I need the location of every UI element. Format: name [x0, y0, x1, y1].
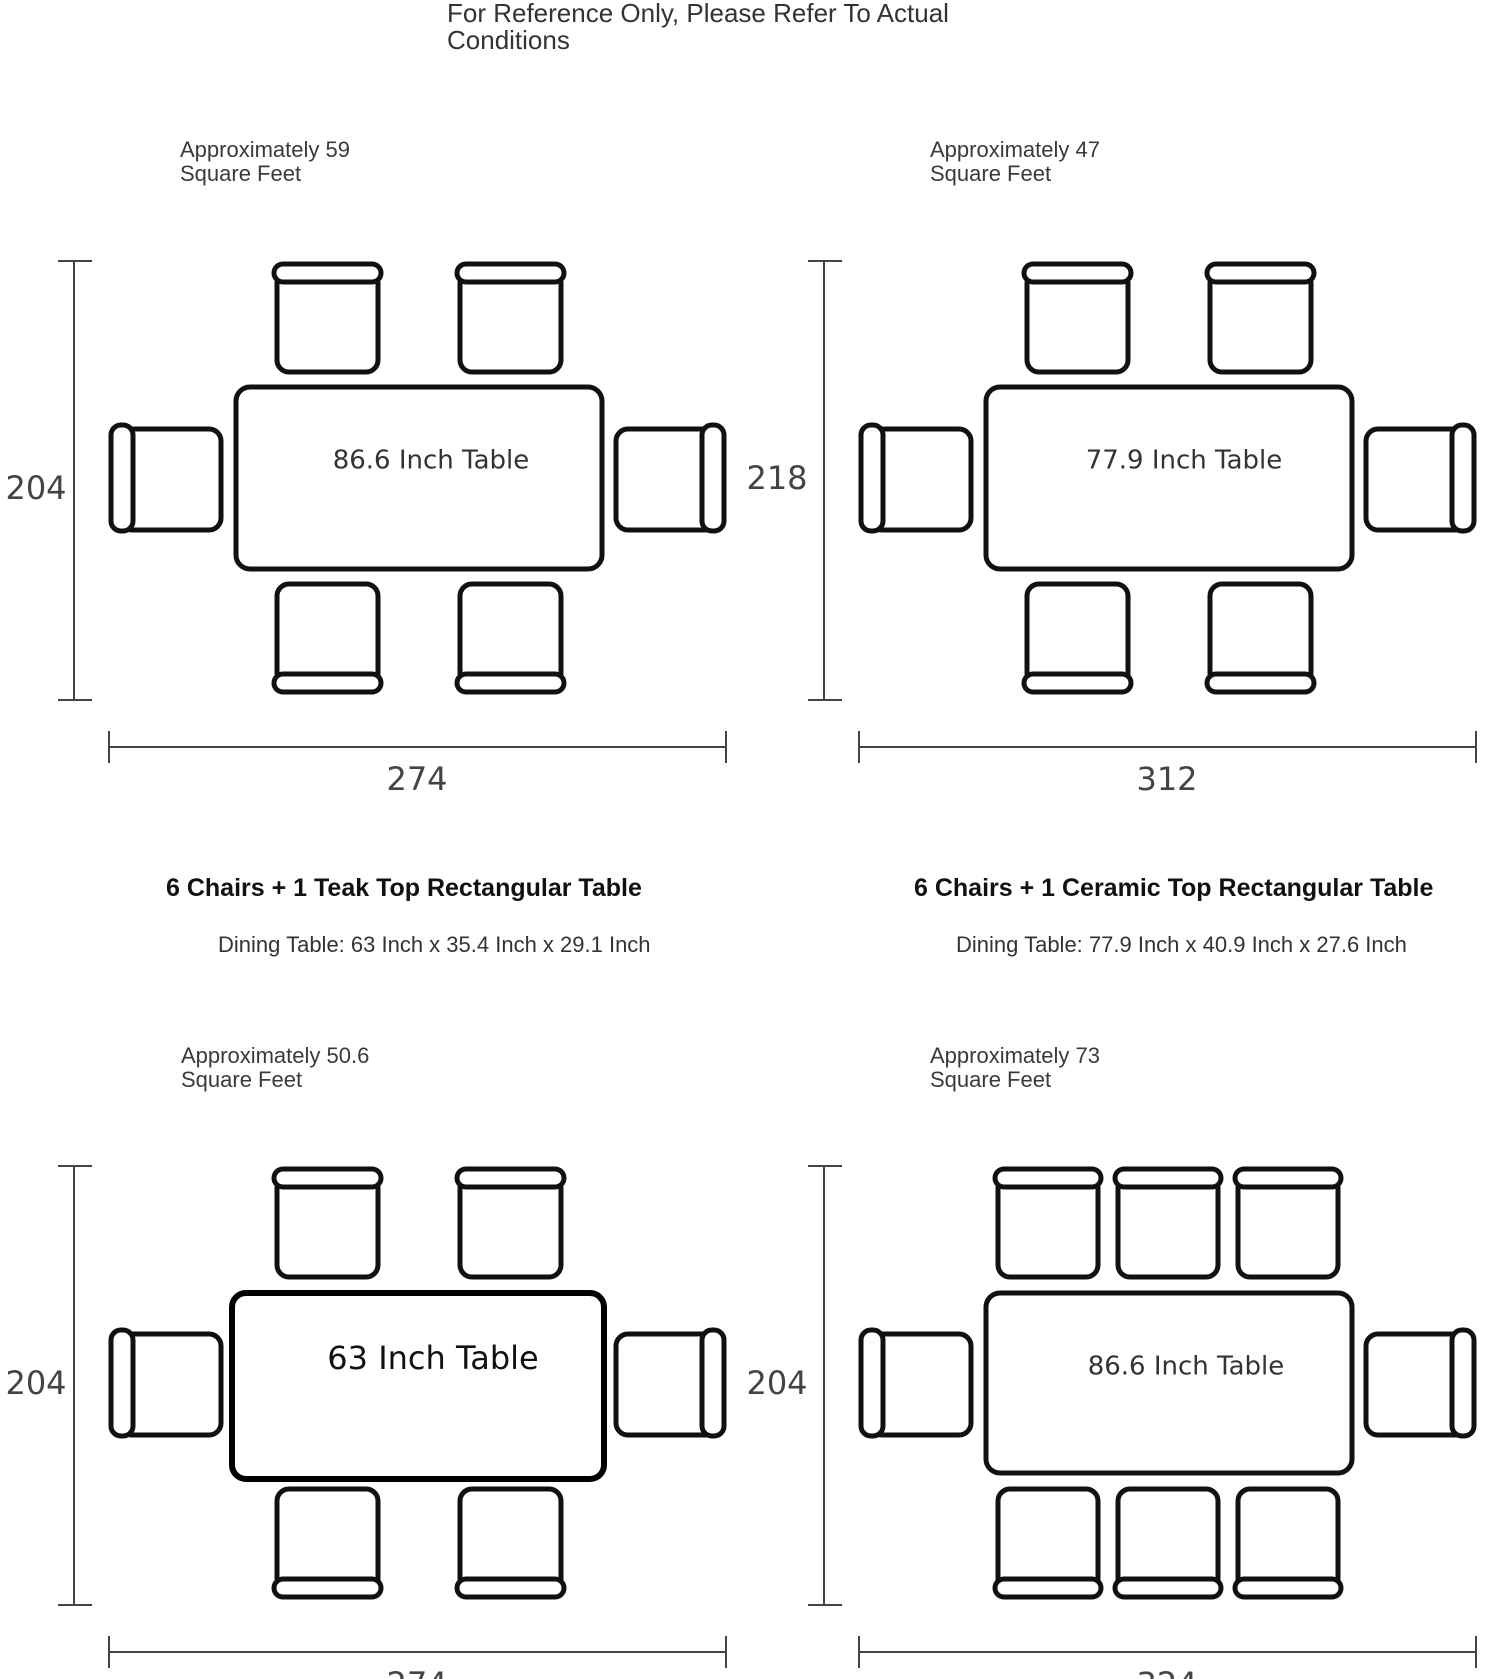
height-value: 204: [746, 1364, 807, 1402]
area-value: Approximately 59: [180, 137, 350, 162]
width-value: 274: [386, 760, 447, 798]
chair-top-1: [271, 1166, 384, 1280]
panel-4: 204 324 86.6 Inch Table: [746, 1165, 1477, 1679]
product-title-teak: 6 Chairs + 1 Teak Top Rectangular Table: [166, 874, 642, 902]
width-value: 324: [1136, 1665, 1197, 1679]
chair-right: [1363, 1327, 1477, 1439]
chair-bottom-1: [1021, 581, 1134, 695]
chair-right: [1363, 422, 1477, 534]
chair-right: [613, 422, 727, 534]
table-top: [983, 384, 1355, 572]
area-value: Approximately 73: [930, 1043, 1100, 1068]
table-top: [233, 384, 605, 572]
product-spec-teak: Dining Table: 63 Inch x 35.4 Inch x 29.1…: [218, 932, 651, 957]
height-dimension: 204: [5, 1165, 92, 1606]
chair-bottom-2: [454, 1486, 567, 1600]
chair-bottom-2: [1112, 1486, 1224, 1600]
width-dimension: 312: [858, 731, 1477, 798]
chair-top-2: [1112, 1166, 1224, 1280]
reference-note-line1: For Reference Only, Please Refer To Actu…: [447, 0, 949, 28]
width-value: 312: [1136, 760, 1197, 798]
table-size-label: 77.9 Inch Table: [1086, 446, 1283, 476]
chair-top-2: [454, 261, 567, 375]
chair-top-2: [454, 1166, 567, 1280]
area-unit: Square Feet: [930, 1067, 1052, 1092]
chair-top-2: [1204, 261, 1317, 375]
chair-bottom-2: [1204, 581, 1317, 695]
table-size-label: 63 Inch Table: [327, 1339, 538, 1377]
width-value: 274: [386, 1665, 447, 1679]
area-label-panel-2: Approximately 47 Square Feet: [930, 138, 1100, 186]
chair-bottom-1: [271, 581, 384, 695]
chair-top-1: [271, 261, 384, 375]
chair-bottom-2: [454, 581, 567, 695]
area-unit: Square Feet: [181, 1067, 303, 1092]
area-unit: Square Feet: [930, 161, 1052, 186]
chair-right: [613, 1327, 727, 1439]
height-value: 218: [746, 459, 807, 497]
chair-top-1: [992, 1166, 1104, 1280]
table-size-label: 86.6 Inch Table: [333, 446, 530, 476]
height-dimension: 204: [746, 1165, 842, 1606]
panel-3: 204 274 63 Inch Table: [5, 1165, 727, 1679]
area-label-panel-1: Approximately 59 Square Feet: [180, 138, 350, 186]
panel-2: 218 312 77.9 Inch Table: [746, 260, 1477, 798]
product-title-ceramic: 6 Chairs + 1 Ceramic Top Rectangular Tab…: [914, 874, 1434, 902]
reference-note: For Reference Only, Please Refer To Actu…: [447, 0, 967, 54]
chair-bottom-3: [1232, 1486, 1344, 1600]
chair-left: [858, 422, 974, 534]
panel-1: 204 274 86.6 Inch Table: [5, 260, 727, 798]
width-dimension: 324: [858, 1636, 1477, 1679]
chair-left: [858, 1327, 974, 1439]
height-value: 204: [5, 1364, 66, 1402]
area-value: Approximately 47: [930, 137, 1100, 162]
chair-left: [108, 1327, 224, 1439]
area-value: Approximately 50.6: [181, 1043, 370, 1068]
reference-note-line2: Conditions: [447, 25, 570, 55]
chair-top-3: [1232, 1166, 1344, 1280]
table-size-label: 86.6 Inch Table: [1088, 1352, 1285, 1382]
table-top: [229, 1290, 607, 1482]
height-dimension: 204: [5, 260, 92, 701]
chair-top-1: [1021, 261, 1134, 375]
area-label-panel-3: Approximately 50.6 Square Feet: [181, 1044, 369, 1092]
chair-bottom-1: [271, 1486, 384, 1600]
table-top: [983, 1290, 1355, 1476]
chair-left: [108, 422, 224, 534]
area-unit: Square Feet: [180, 161, 302, 186]
width-dimension: 274: [108, 731, 727, 798]
height-dimension: 218: [746, 260, 842, 701]
area-label-panel-4: Approximately 73 Square Feet: [930, 1044, 1100, 1092]
width-dimension: 274: [108, 1636, 727, 1679]
product-spec-ceramic: Dining Table: 77.9 Inch x 40.9 Inch x 27…: [956, 932, 1407, 957]
height-value: 204: [5, 469, 66, 507]
chair-bottom-1: [992, 1486, 1104, 1600]
